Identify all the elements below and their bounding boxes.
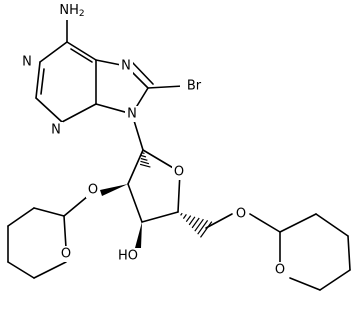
ring-oxygen-label: O — [174, 165, 184, 180]
atom-labels: NH2 N N N N Br O O O O O HO — [20, 2, 287, 278]
wedge-bond-c3 — [135, 222, 142, 248]
left-ether-chain — [63, 195, 89, 217]
n1-label: N — [22, 55, 32, 70]
ether-o2-label: O — [88, 183, 98, 198]
hashed-bond-c1 — [139, 152, 151, 168]
amine-label: NH2 — [59, 3, 84, 20]
thp-right-oxygen-label: O — [275, 263, 285, 278]
c5-chain — [205, 213, 281, 233]
wedge-bond-c2 — [100, 184, 128, 196]
n7-label: N — [121, 59, 131, 74]
ribose-ring — [127, 149, 181, 223]
c8-br-bond — [147, 85, 184, 89]
hydroxyl-label: HO — [118, 249, 138, 264]
pyrimidine-ring — [35, 13, 97, 123]
imidazole-ring — [95, 59, 184, 151]
right-thp-ring — [279, 213, 351, 291]
thp-left-oxygen-label: O — [61, 247, 71, 262]
hashed-bond-c4 — [180, 212, 213, 238]
left-thp-ring — [7, 207, 67, 279]
ether-o5-label: O — [236, 207, 246, 222]
n9-label: N — [127, 107, 137, 122]
n3-label: N — [51, 123, 61, 138]
bromine-label: Br — [187, 79, 202, 94]
